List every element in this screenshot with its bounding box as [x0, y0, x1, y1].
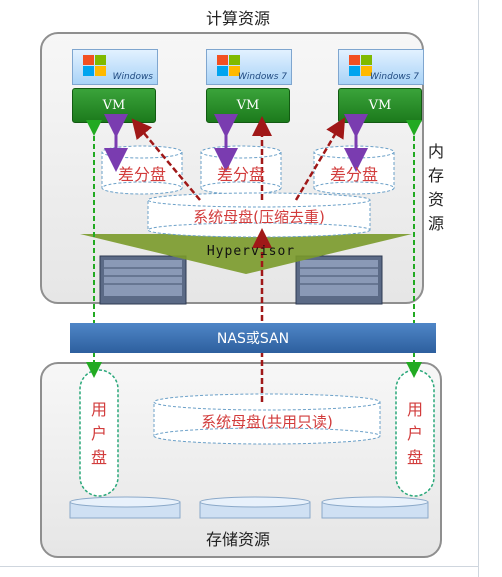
windows-flag-icon — [83, 55, 107, 77]
compute-resource-label: 计算资源 — [206, 9, 271, 28]
diff-disk-label-3: 差分盘 — [329, 165, 378, 184]
windows-flag-icon — [349, 55, 373, 77]
system-master-shared-label: 系统母盘(共用只读) — [201, 412, 333, 431]
vm-box-3: VM — [338, 88, 422, 123]
windows-logo-text: Windows 7 — [238, 72, 287, 82]
windows-logo-2: Windows 7 — [206, 49, 292, 85]
windows-logo-text: Windows — [112, 72, 153, 82]
windows-logo-text: Windows 7 — [370, 72, 419, 82]
user-disk-left-label: 用 户 盘 — [90, 400, 107, 467]
frame-border-right — [478, 0, 479, 577]
system-master-compressed-label: 系统母盘(压缩去重) — [193, 207, 325, 226]
windows-logo-3: Windows 7 — [338, 49, 424, 85]
diff-disk-label-1: 差分盘 — [117, 165, 166, 184]
frame-border-bottom — [0, 566, 479, 567]
vm-box-1: VM — [72, 88, 156, 123]
memory-resource-label: 内 存 资 源 — [427, 142, 444, 233]
diff-disk-label-2: 差分盘 — [216, 165, 265, 184]
vm-box-2: VM — [206, 88, 290, 123]
windows-logo-1: Windows — [72, 49, 158, 85]
storage-resource-label: 存储资源 — [206, 530, 271, 549]
user-disk-right-label: 用 户 盘 — [406, 400, 423, 467]
network-storage-band: NAS或SAN — [70, 323, 436, 353]
hypervisor-label: Hypervisor — [206, 244, 296, 259]
windows-flag-icon — [217, 55, 241, 77]
